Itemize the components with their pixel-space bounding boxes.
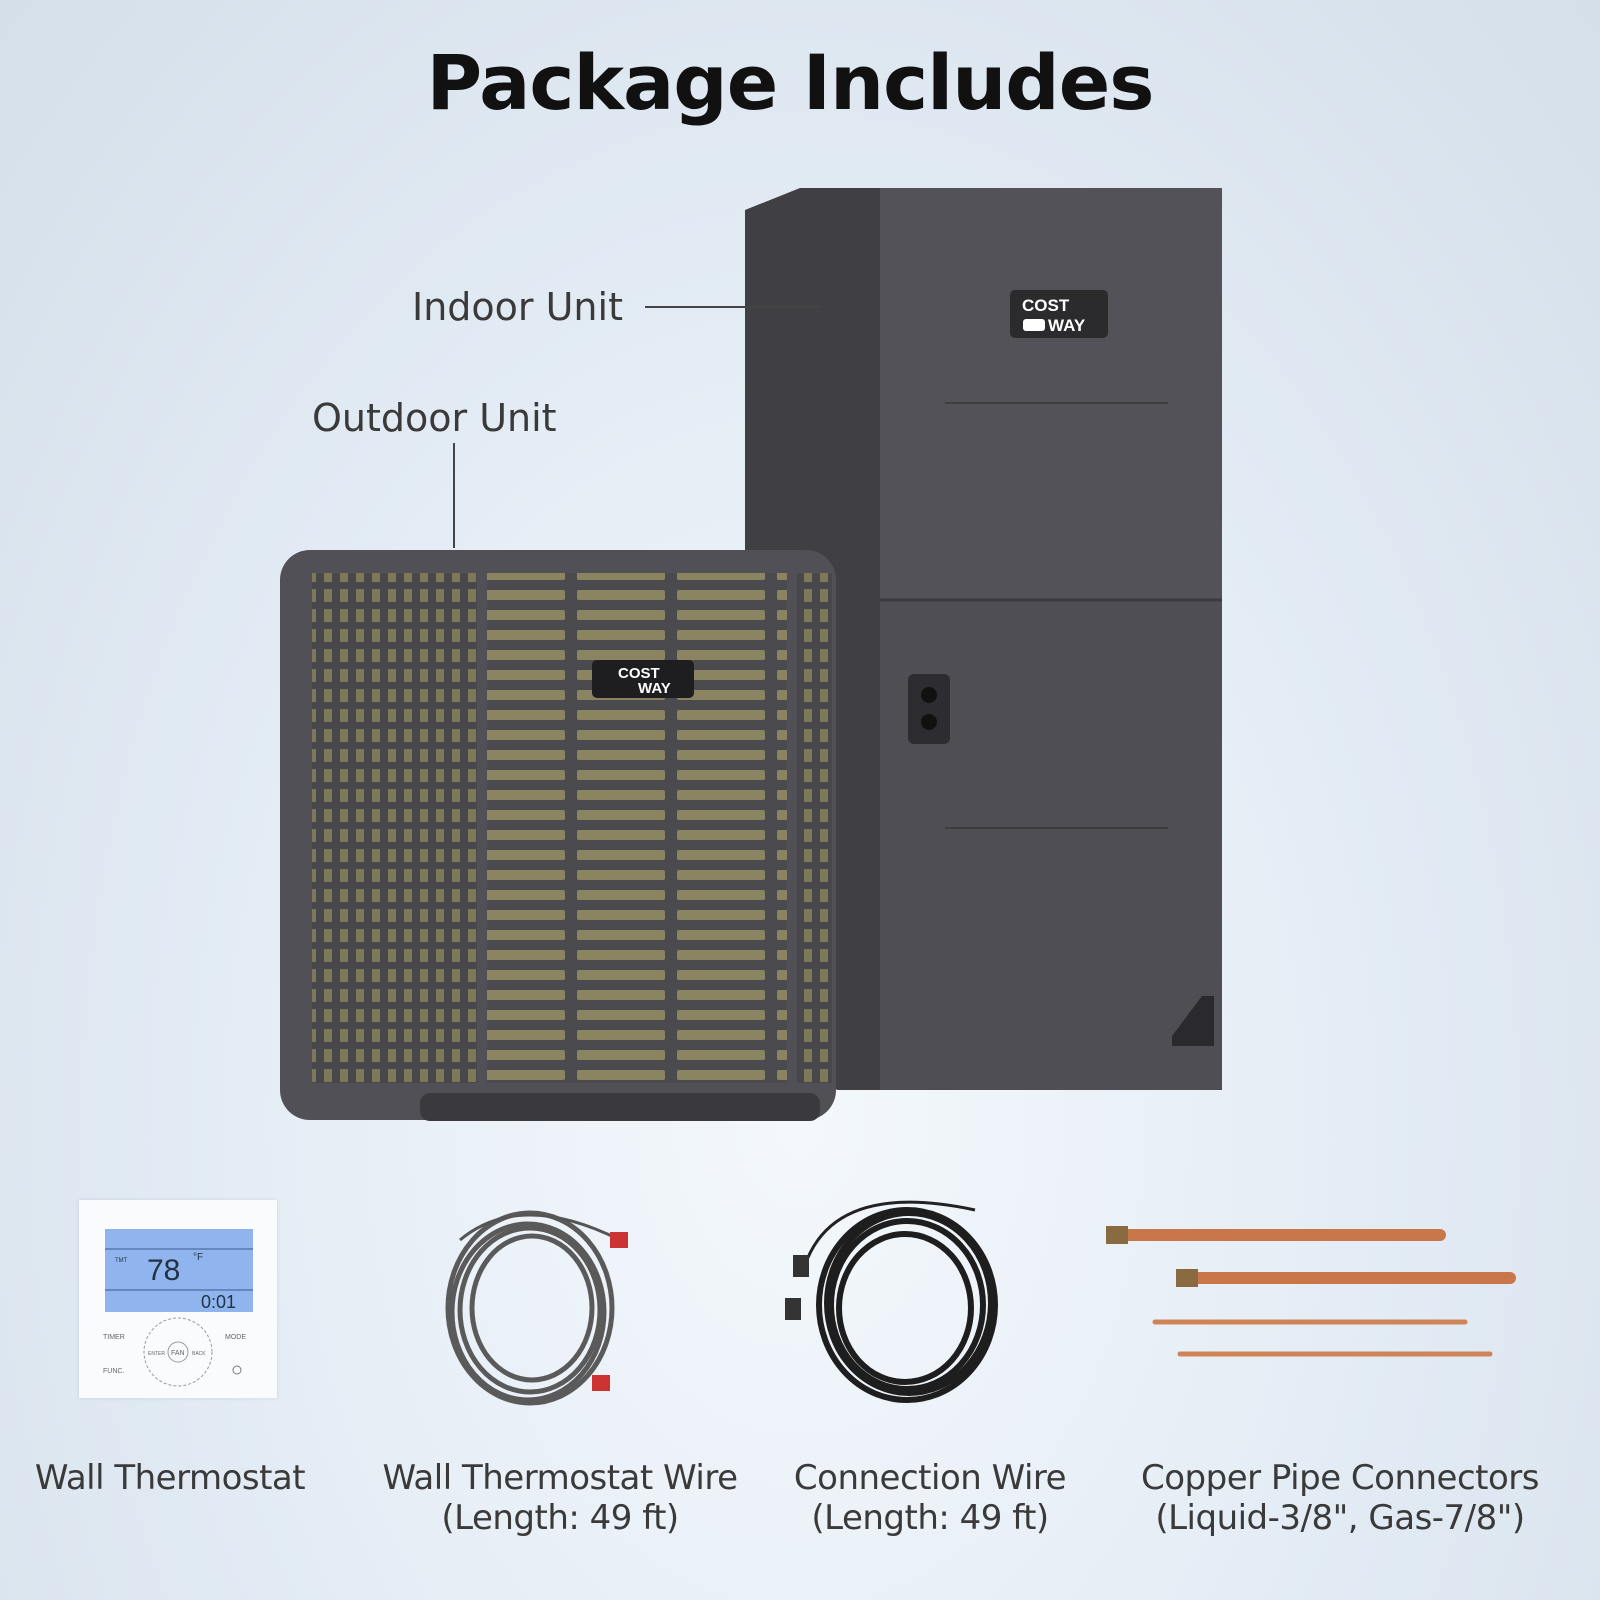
outdoor-unit-label: Outdoor Unit: [312, 396, 557, 440]
indoor-leader-line: [645, 306, 820, 308]
item-name: Wall Thermostat Wire: [382, 1458, 738, 1498]
svg-text:ENTER: ENTER: [148, 1351, 165, 1357]
item-detail: (Length: 49 ft): [441, 1498, 679, 1538]
outdoor-leader-line: [453, 443, 455, 548]
page-title: Package Includes: [426, 38, 1154, 127]
svg-text:°F: °F: [193, 1252, 203, 1263]
item-thermostat-wire: Wall Thermostat Wire (Length: 49 ft): [360, 1458, 760, 1538]
thermostat-wire-image: [445, 1210, 628, 1406]
item-detail: (Liquid-3/8", Gas-7/8"): [1155, 1498, 1525, 1538]
connection-wire-image: [785, 1200, 998, 1403]
copper-pipes-image: [1106, 1226, 1516, 1357]
logo-text-2: WAY: [1048, 316, 1086, 335]
item-name: Copper Pipe Connectors: [1141, 1458, 1540, 1498]
item-detail: (Length: 49 ft): [811, 1498, 1049, 1538]
thermostat-image: TMT 78 °F 0:01 FAN ENTER BACK TIMER MODE…: [79, 1200, 277, 1398]
costway-logo: COST WAY: [1010, 290, 1108, 338]
svg-text:TIMER: TIMER: [103, 1334, 125, 1341]
item-copper-pipes: Copper Pipe Connectors (Liquid-3/8", Gas…: [1110, 1458, 1570, 1538]
svg-text:WAY: WAY: [638, 680, 671, 697]
outdoor-unit-image: COST WAY: [280, 550, 836, 1121]
item-thermostat: Wall Thermostat: [10, 1458, 330, 1498]
logo-text-1: COST: [1022, 296, 1070, 315]
lcd-temp: 78: [147, 1254, 180, 1287]
lcd-time: 0:01: [201, 1292, 236, 1312]
item-name: Wall Thermostat: [34, 1458, 306, 1498]
svg-text:COST: COST: [618, 665, 660, 682]
svg-text:TMT: TMT: [115, 1258, 128, 1264]
indoor-unit-label: Indoor Unit: [412, 285, 623, 329]
item-connection-wire: Connection Wire (Length: 49 ft): [770, 1458, 1090, 1538]
svg-text:FAN: FAN: [171, 1350, 185, 1357]
item-name: Connection Wire: [793, 1458, 1067, 1498]
svg-text:FUNC.: FUNC.: [103, 1368, 124, 1375]
svg-text:BACK: BACK: [192, 1351, 206, 1357]
svg-text:MODE: MODE: [225, 1334, 246, 1341]
